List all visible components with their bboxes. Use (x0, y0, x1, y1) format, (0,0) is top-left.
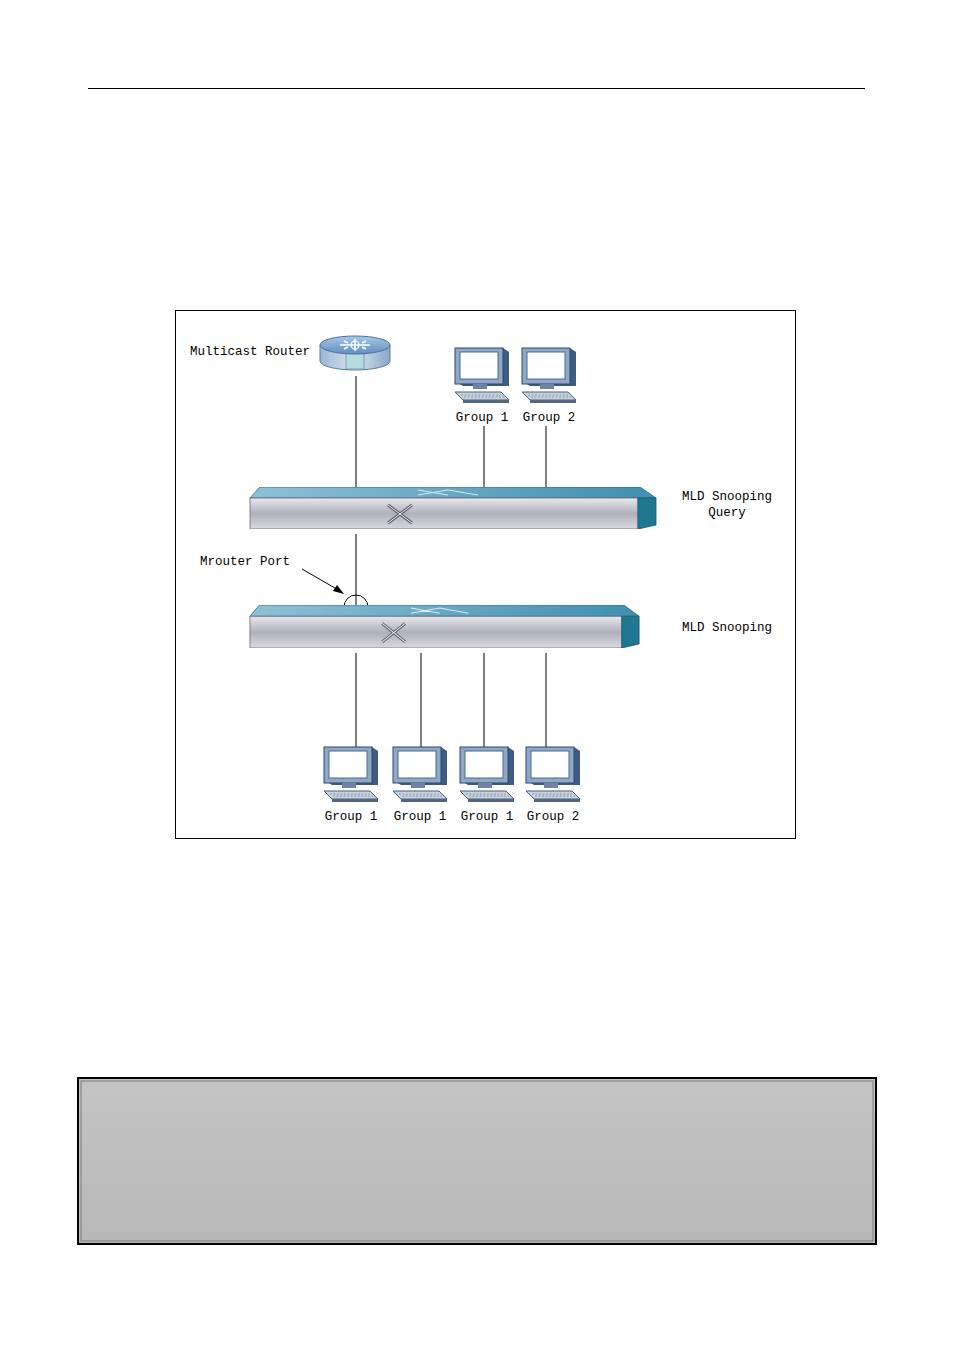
host-computer: Group 1 (320, 745, 382, 825)
router-shape (318, 335, 392, 376)
link-line (421, 653, 422, 747)
header-rule (88, 88, 865, 89)
port-callout: Mrouter Port (200, 554, 290, 570)
computer-shape (518, 346, 580, 404)
network-link (356, 653, 357, 747)
group-label: Group 1 (325, 809, 378, 825)
link-line (484, 426, 485, 489)
switch-label: MLD Snooping Query (675, 489, 779, 521)
link-line (484, 653, 485, 747)
diagram-frame (176, 311, 796, 839)
computer-icon (522, 745, 584, 803)
network-link (546, 653, 547, 747)
group-label: Group 2 (523, 410, 576, 426)
link-line (546, 426, 547, 489)
computer-icon (389, 745, 451, 803)
host-computer: Group 1 (456, 745, 518, 825)
link-line (356, 534, 357, 607)
router-label: Multicast Router (190, 344, 310, 360)
host-computer: Group 1 (389, 745, 451, 825)
gray-note-box (78, 1078, 876, 1244)
computer-icon (320, 745, 382, 803)
network-link (546, 426, 547, 489)
network-link (356, 534, 357, 607)
host-computer: Group 2 (518, 346, 580, 426)
computer-shape (522, 745, 584, 803)
group-label: Group 1 (461, 809, 514, 825)
switch-icon (248, 487, 658, 529)
host-computer: Group 1 (451, 346, 513, 426)
switch-shape (248, 487, 658, 534)
network-link (484, 426, 485, 489)
computer-shape (451, 346, 513, 404)
computer-shape (320, 745, 382, 803)
router-icon (318, 335, 392, 371)
group-label: Group 2 (527, 809, 580, 825)
mrouter-port-arrow (302, 569, 340, 591)
switch-icon (248, 605, 641, 648)
switch: MLD Snooping (248, 605, 641, 648)
link-line (356, 653, 357, 747)
computer-icon (451, 346, 513, 404)
computer-icon (518, 346, 580, 404)
link-line (356, 376, 357, 489)
host-computer: Group 2 (522, 745, 584, 825)
group-label: Group 1 (456, 410, 509, 426)
switch-label: MLD Snooping (675, 620, 779, 636)
network-link (356, 376, 357, 489)
multicast-router: Multicast Router (190, 335, 395, 371)
network-link (484, 653, 485, 747)
network-link (421, 653, 422, 747)
computer-shape (456, 745, 518, 803)
link-line (546, 653, 547, 747)
computer-shape (389, 745, 451, 803)
gray-note-box-inner (81, 1081, 873, 1241)
switch: MLD Snooping Query (248, 487, 658, 529)
switch-shape (248, 605, 641, 653)
group-label: Group 1 (394, 809, 447, 825)
mrouter-port-arrowhead (333, 585, 344, 594)
computer-icon (456, 745, 518, 803)
